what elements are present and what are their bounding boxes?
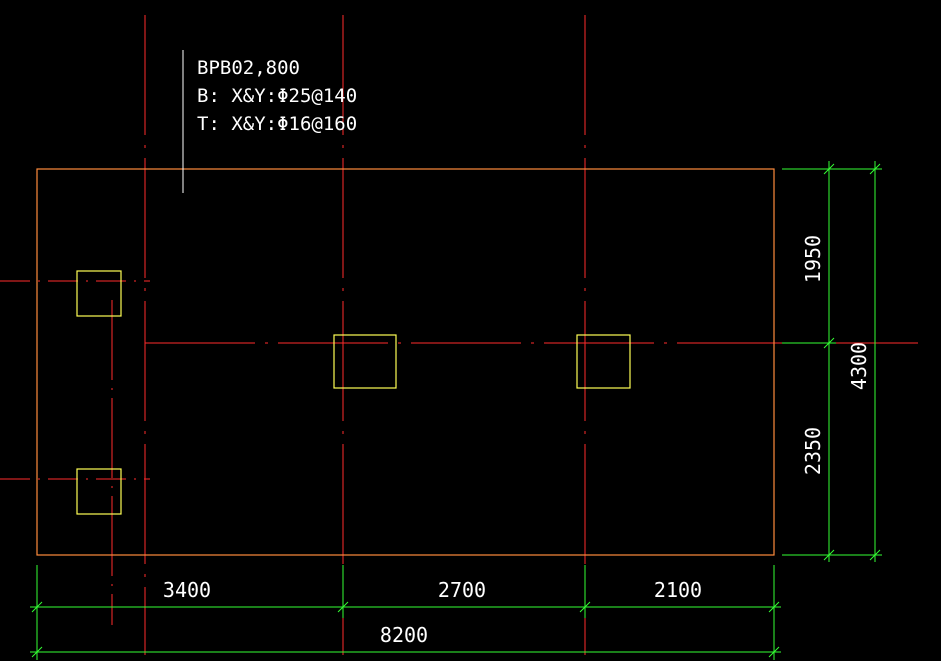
dim-right-segment-top: 1950: [801, 235, 825, 283]
dim-tick: [823, 337, 835, 349]
dim-tick: [869, 163, 881, 175]
right-dimensions: [782, 161, 882, 562]
dim-tick: [823, 549, 835, 561]
slab-outline[interactable]: [36, 168, 775, 556]
dim-tick: [768, 601, 780, 613]
dim-tick: [823, 163, 835, 175]
annotation-line-2: B: X&Y:Φ25@140: [197, 85, 357, 107]
dim-tick: [31, 601, 43, 613]
dim-tick: [31, 646, 43, 658]
dim-bottom-total: 8200: [380, 623, 428, 647]
annotation-line-1: BPB02,800: [197, 57, 300, 79]
dim-right-total: 4300: [847, 342, 871, 390]
dim-bottom-segment-2: 2700: [438, 578, 486, 602]
column-4[interactable]: [576, 334, 631, 389]
dim-tick: [337, 601, 349, 613]
dim-tick: [579, 601, 591, 613]
column-3[interactable]: [333, 334, 397, 389]
bottom-dimensions: [30, 565, 781, 660]
columns: [76, 270, 631, 515]
column-2[interactable]: [76, 468, 122, 515]
dim-right-segment-bottom: 2350: [801, 427, 825, 475]
dim-bottom-segment-1: 3400: [163, 578, 211, 602]
dim-tick: [768, 646, 780, 658]
dim-bottom-segment-3: 2100: [654, 578, 702, 602]
annotation-line-3: T: X&Y:Φ16@160: [197, 113, 357, 135]
column-1[interactable]: [76, 270, 122, 317]
axis-lines: [0, 15, 918, 655]
dim-tick: [869, 549, 881, 561]
